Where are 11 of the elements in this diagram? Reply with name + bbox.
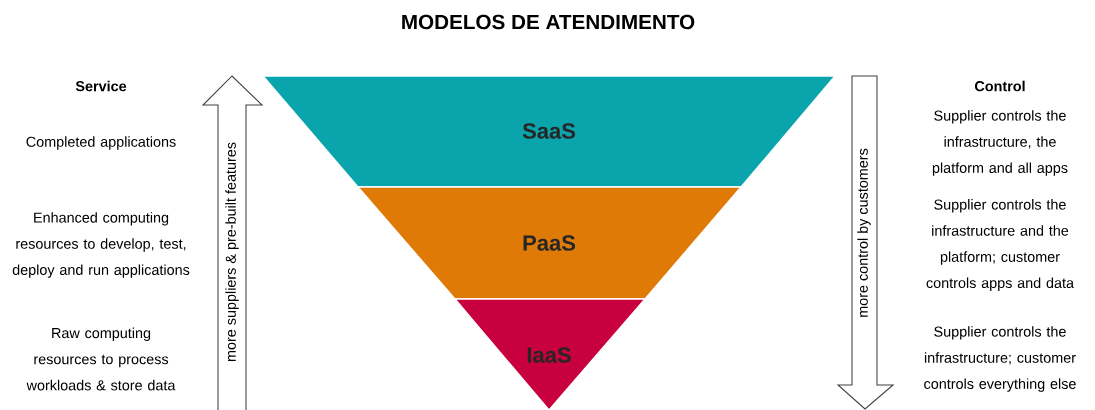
description-text: Raw computing resources to process workloads & store data <box>26 327 176 391</box>
title: MODELOS DE ATENDIMENTO <box>402 14 695 30</box>
description-text: Supplier controls the infrastructure; customer controls everything else <box>924 326 1076 392</box>
arrow-caption: more control by customers <box>857 148 871 317</box>
arrow-caption: more suppliers & pre-built features <box>225 142 239 362</box>
column-heading: Control <box>975 80 1025 92</box>
description-text: Enhanced computing resources to develop, test, deploy and run applications <box>12 212 190 278</box>
description-text: Supplier controls the infrastructure, the platform and all apps <box>932 110 1068 176</box>
column-heading: Service <box>75 80 127 92</box>
description-text: Completed applications <box>26 136 176 150</box>
description-text: Supplier controls the infrastructure and the platform; customer controls apps and data <box>926 199 1074 291</box>
